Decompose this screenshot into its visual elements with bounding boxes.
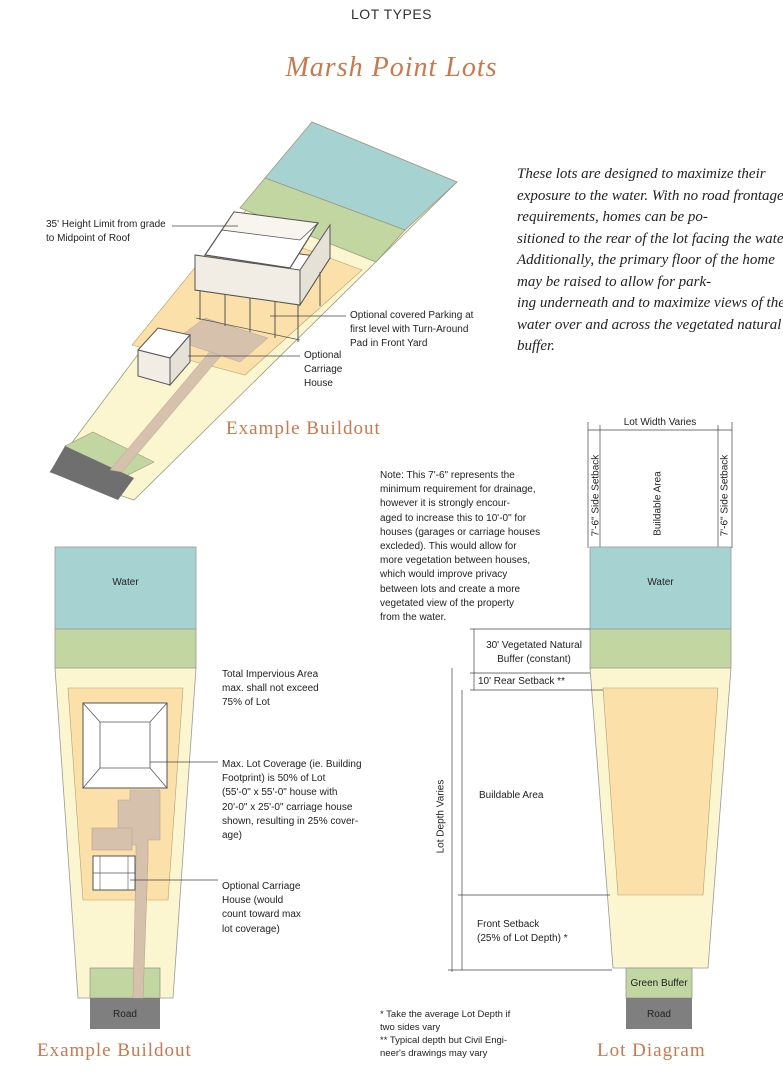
diagram-green-buffer bbox=[625, 967, 693, 999]
diagram-buildable bbox=[602, 687, 719, 896]
plan-coverage-label: Max. Lot Coverage (ie. Building Footprin… bbox=[222, 759, 362, 842]
plan-green-buffer bbox=[89, 967, 161, 999]
plan-water bbox=[54, 546, 197, 630]
iso-height-limit-label: 35' Height Limit from grade to Midpoint … bbox=[46, 219, 166, 245]
iso-caption: Example Buildout bbox=[226, 418, 381, 439]
diagram-caption: Lot Diagram bbox=[597, 1040, 706, 1061]
diagram-green-buffer-label: Green Buffer bbox=[630, 978, 688, 989]
diagram-rear-setback-label: 10' Rear Setback ** bbox=[478, 676, 565, 687]
diagram-side-setback-left: 7'-6" Side Setback bbox=[590, 454, 602, 537]
page-title: Marsh Point Lots bbox=[285, 52, 498, 83]
plan-vegetated-buffer bbox=[54, 628, 197, 669]
plan-carriage-house bbox=[92, 855, 136, 891]
iso-main-house bbox=[194, 211, 331, 342]
iso-carriage-label: Optional Carriage House bbox=[304, 350, 343, 390]
iso-carriage-house bbox=[137, 327, 191, 387]
iso-road bbox=[50, 446, 134, 500]
plan-caption: Example Buildout bbox=[37, 1040, 192, 1061]
diagram-buildable-vertical: Buildable Area bbox=[652, 471, 664, 536]
plan-carriage-label: Optional Carriage House (would count tow… bbox=[222, 881, 301, 935]
diagram-water-label: Water bbox=[647, 577, 674, 588]
diagram-vegetated-buffer bbox=[589, 628, 732, 669]
footnotes: * Take the average Lot Depth if two side… bbox=[380, 1009, 511, 1059]
diagram-water bbox=[589, 546, 732, 630]
diagram-road-label: Road bbox=[647, 1009, 671, 1020]
iso-vegetated-buffer bbox=[239, 177, 406, 263]
diagram-buildable-label: Buildable Area bbox=[479, 790, 544, 801]
iso-turnaround-pad bbox=[174, 317, 269, 363]
iso-parking-label: Optional covered Parking at first level … bbox=[350, 310, 474, 350]
diagram-side-setback-right: 7'-6" Side Setback bbox=[719, 454, 731, 537]
diagram-buffer-label: 30' Vegetated Natural Buffer (constant) bbox=[486, 640, 582, 666]
page-header: LOT TYPES bbox=[350, 6, 432, 22]
plan-road-label: Road bbox=[113, 1009, 137, 1020]
diagram-road bbox=[626, 998, 692, 1029]
diagram-depth-label: Lot Depth Varies bbox=[435, 779, 447, 854]
diagram-width-label: Lot Width Varies bbox=[623, 417, 697, 428]
diagram-front-setback-label: Front Setback (25% of Lot Depth) * bbox=[477, 919, 568, 945]
plan-road bbox=[90, 998, 160, 1029]
intro-paragraph: These lots are designed to maximize thei… bbox=[517, 166, 783, 354]
plan-impervious-label: Total Impervious Area max. shall not exc… bbox=[222, 669, 319, 709]
plan-water-label: Water bbox=[112, 577, 139, 588]
drainage-note: Note: This 7'-6" represents the minimum … bbox=[380, 470, 541, 624]
plan-turnaround bbox=[91, 827, 133, 851]
plan-main-house bbox=[82, 702, 168, 789]
